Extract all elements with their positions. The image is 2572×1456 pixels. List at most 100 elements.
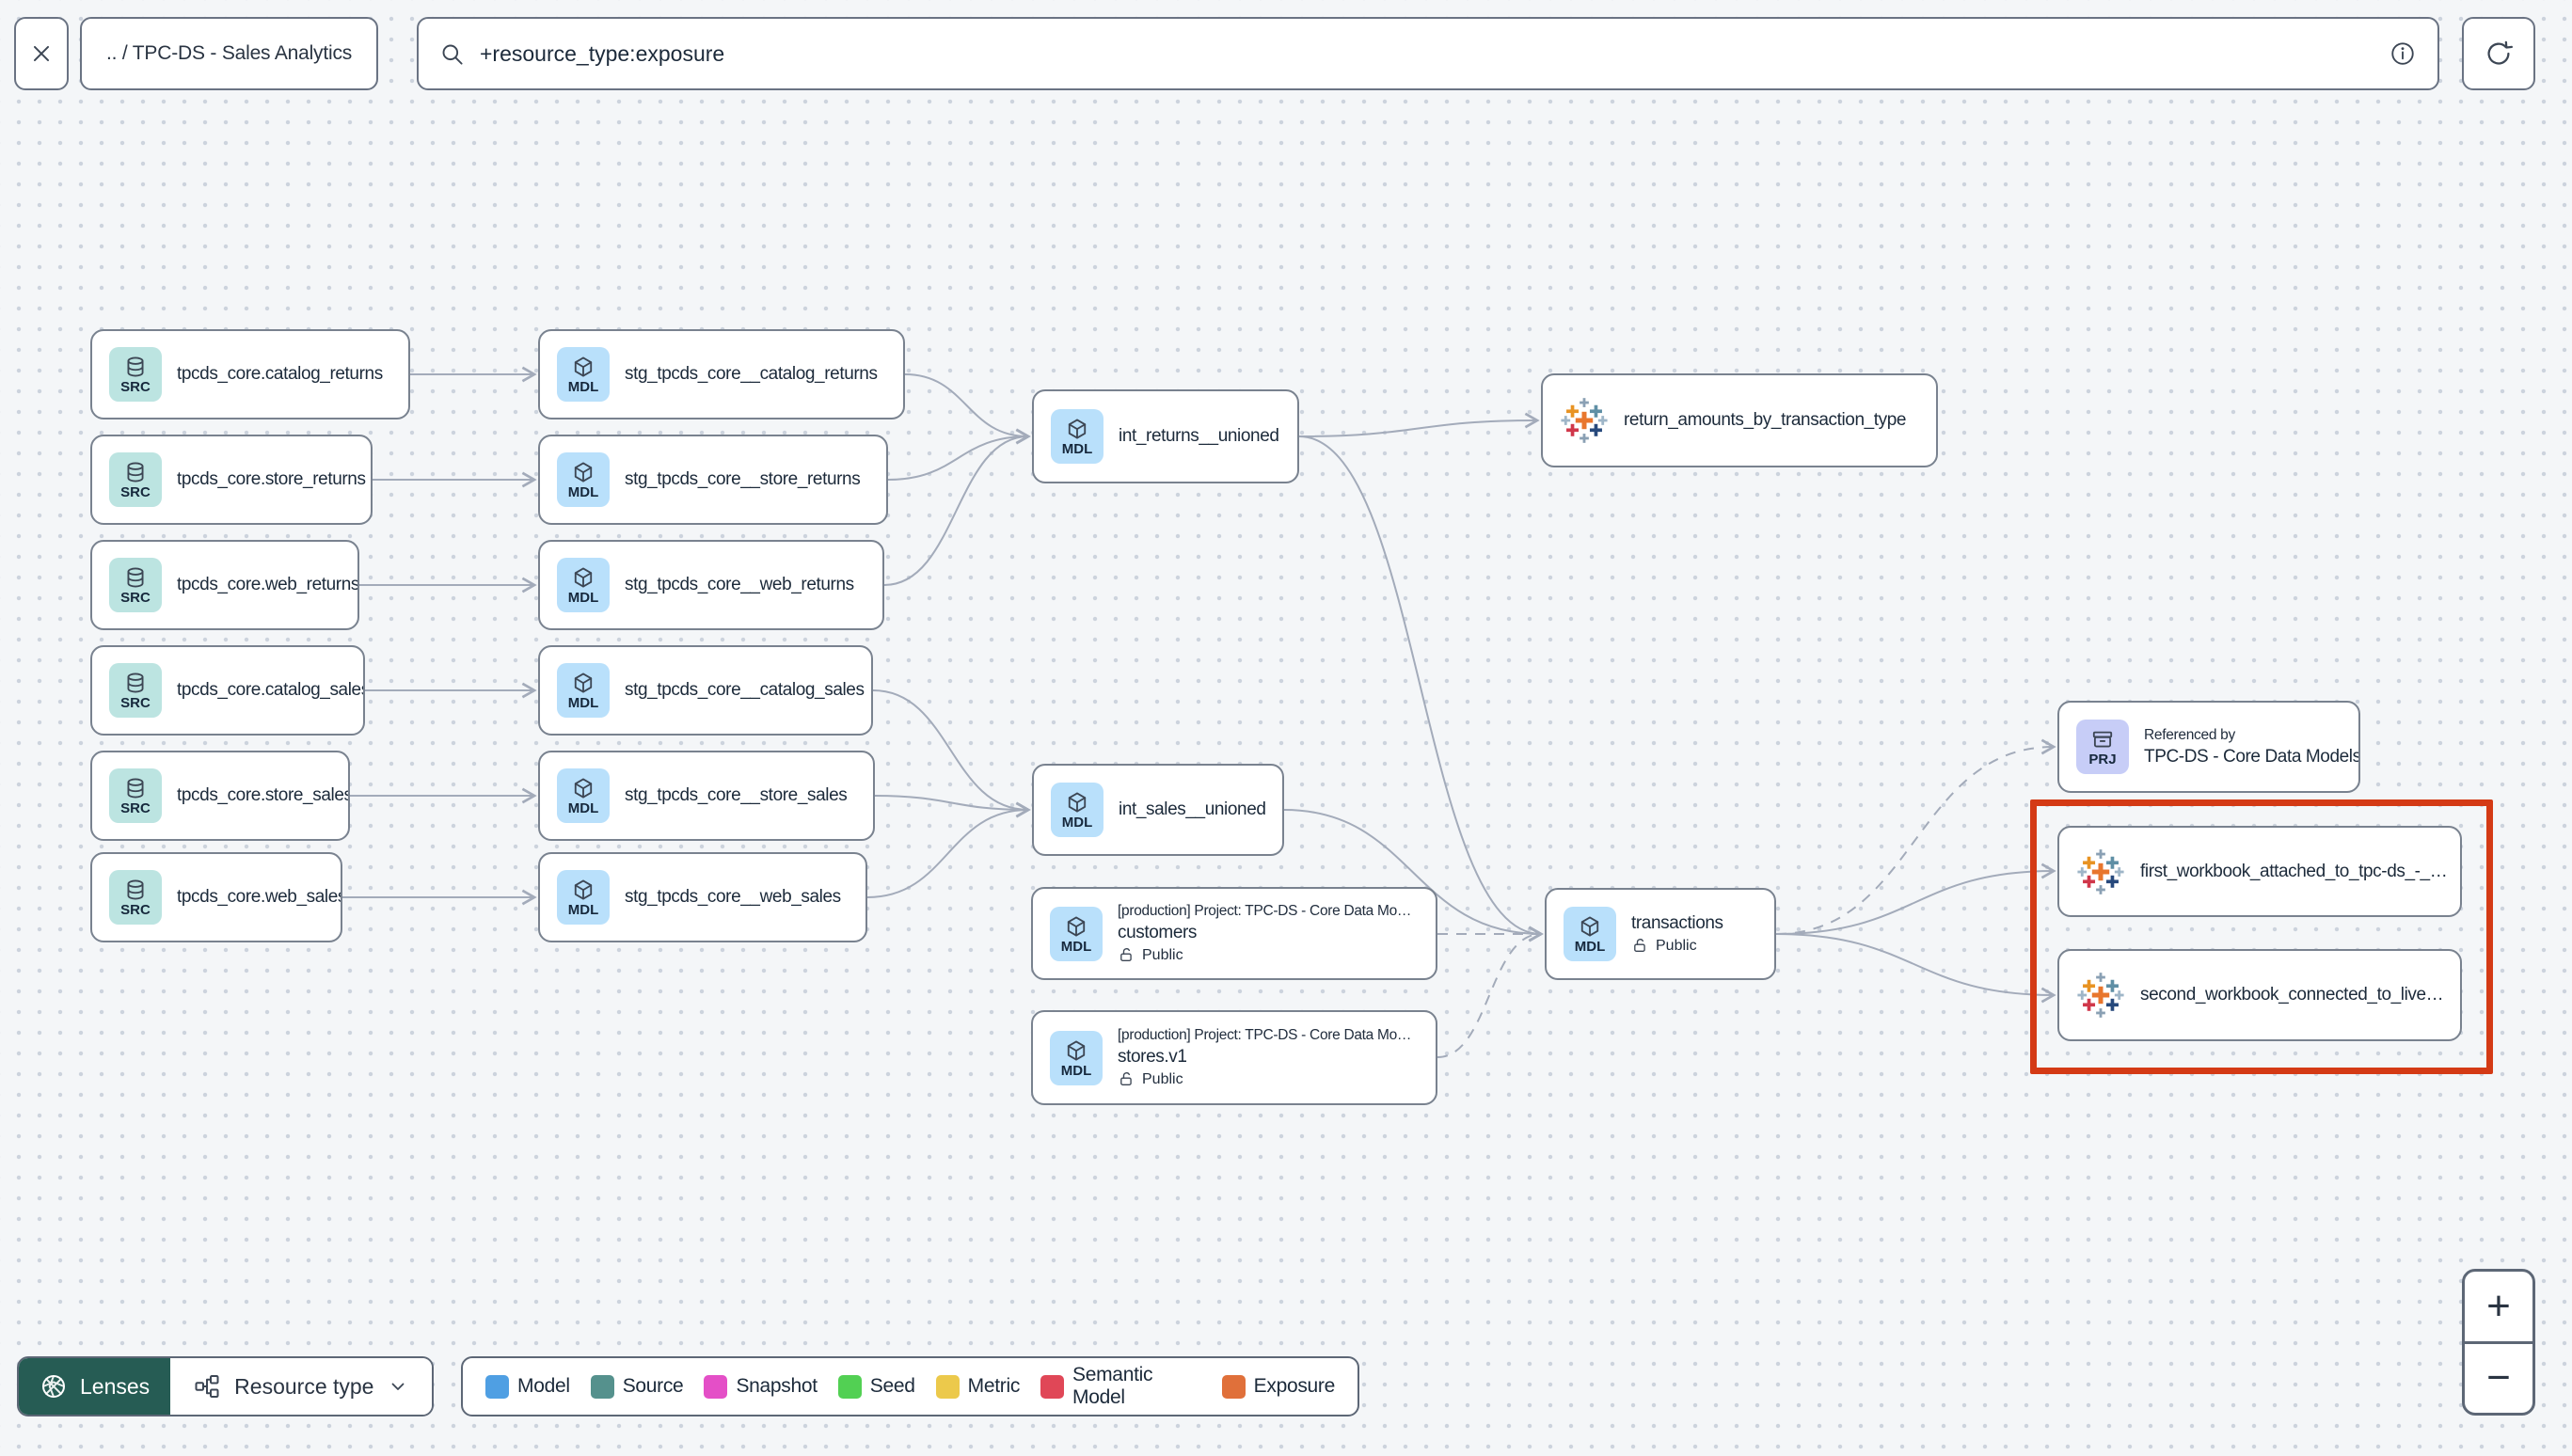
node-src-catalog-returns[interactable]: SRC tpcds_core.catalog_returns xyxy=(90,329,410,419)
lock-open-icon xyxy=(1118,1070,1135,1088)
node-label: stg_tpcds_core__catalog_returns xyxy=(625,364,878,384)
lenses-button[interactable]: Lenses xyxy=(19,1358,171,1415)
node-label: first_workbook_attached_to_tpc-ds_-_… xyxy=(2140,861,2448,881)
lock-open-icon xyxy=(1118,946,1135,964)
database-icon xyxy=(123,565,148,590)
refresh-button[interactable] xyxy=(2462,17,2535,90)
source-badge: SRC xyxy=(109,452,162,507)
model-badge: MDL xyxy=(557,452,610,507)
node-int-sales-unioned[interactable]: MDL int_sales__unioned xyxy=(1032,764,1284,856)
source-badge: SRC xyxy=(109,347,162,402)
legend-item-source: Source xyxy=(590,1374,684,1399)
model-badge: MDL xyxy=(1050,906,1103,961)
model-badge: MDL xyxy=(1051,783,1103,837)
node-label: tpcds_core.web_sales xyxy=(177,887,342,907)
badge-label: MDL xyxy=(567,902,599,918)
edge xyxy=(883,436,1028,586)
cube-icon xyxy=(571,671,595,695)
lens-selector[interactable]: Resource type xyxy=(170,1358,433,1415)
database-icon xyxy=(123,878,148,902)
node-label: second_workbook_connected_to_live… xyxy=(2140,985,2444,1005)
model-badge: MDL xyxy=(557,870,610,925)
search-bar[interactable] xyxy=(417,17,2439,90)
badge-label: MDL xyxy=(1060,938,1092,955)
legend-swatch xyxy=(1040,1374,1065,1399)
legend-item-metric: Metric xyxy=(935,1374,1020,1399)
source-badge: SRC xyxy=(109,768,162,823)
tableau-exposure-icon xyxy=(2076,971,2125,1020)
selection-highlight-box xyxy=(2030,799,2493,1074)
edge xyxy=(1775,747,2054,935)
node-first-workbook[interactable]: first_workbook_attached_to_tpc-ds_-_… xyxy=(2057,826,2462,917)
badge-label: SRC xyxy=(120,695,151,711)
edge xyxy=(904,373,1028,436)
legend-swatch xyxy=(485,1374,509,1399)
edge xyxy=(1775,933,2054,995)
node-label: tpcds_core.store_sales xyxy=(177,785,350,805)
model-badge: MDL xyxy=(557,558,610,612)
search-input[interactable] xyxy=(480,40,2374,67)
node-label: return_amounts_by_transaction_type xyxy=(1624,410,1907,430)
cube-icon xyxy=(1065,790,1089,815)
cube-icon xyxy=(571,355,595,379)
node-label: int_returns__unioned xyxy=(1119,426,1279,446)
tableau-exposure-icon xyxy=(1560,396,1609,445)
zoom-out-button[interactable]: − xyxy=(2465,1344,2532,1414)
close-button[interactable] xyxy=(14,17,69,90)
cube-icon xyxy=(571,776,595,800)
source-badge: SRC xyxy=(109,870,162,925)
legend-item-seed: Seed xyxy=(837,1374,915,1399)
legend-swatch xyxy=(837,1374,862,1399)
legend-label: Source xyxy=(622,1375,684,1397)
edge xyxy=(1775,871,2054,935)
cube-icon xyxy=(571,565,595,590)
info-icon[interactable] xyxy=(2389,40,2417,68)
breadcrumb-label: .. / TPC-DS - Sales Analytics xyxy=(106,42,353,64)
node-label: tpcds_core.catalog_returns xyxy=(177,364,383,384)
project-icon xyxy=(2090,727,2115,752)
node-customers[interactable]: MDL[production] Project: TPC-DS - Core D… xyxy=(1031,887,1437,980)
badge-label: MDL xyxy=(567,590,599,606)
model-badge: MDL xyxy=(557,663,610,718)
close-icon xyxy=(29,41,54,66)
badge-label: MDL xyxy=(1574,939,1606,955)
database-icon xyxy=(123,355,148,379)
node-second-workbook[interactable]: second_workbook_connected_to_live… xyxy=(2057,949,2462,1041)
node-meta: Referenced by xyxy=(2144,726,2235,743)
database-icon xyxy=(123,460,148,484)
legend-label: Model xyxy=(517,1375,570,1397)
badge-label: SRC xyxy=(120,379,151,395)
node-src-web-sales[interactable]: SRC tpcds_core.web_sales xyxy=(90,852,342,942)
edge xyxy=(872,689,1028,810)
node-access: Public xyxy=(1142,1070,1183,1087)
legend-label: Snapshot xyxy=(736,1375,818,1397)
legend-label: Seed xyxy=(869,1375,915,1397)
node-stores-v1[interactable]: MDL[production] Project: TPC-DS - Core D… xyxy=(1031,1010,1437,1105)
node-return-amounts-by-transaction-type[interactable]: return_amounts_by_transaction_type xyxy=(1541,373,1938,467)
legend-label: Semantic Model xyxy=(1072,1364,1153,1408)
zoom-in-button[interactable]: + xyxy=(2465,1272,2532,1344)
node-src-store-sales[interactable]: SRC tpcds_core.store_sales xyxy=(90,751,350,841)
legend-item-semantic-model: Semantic Model xyxy=(1040,1364,1201,1409)
badge-label: PRJ xyxy=(2088,752,2117,768)
node-label: int_sales__unioned xyxy=(1119,799,1266,819)
node-label: customers xyxy=(1118,923,1198,942)
breadcrumb[interactable]: .. / TPC-DS - Sales Analytics xyxy=(80,17,379,90)
badge-label: SRC xyxy=(120,590,151,606)
edge xyxy=(866,810,1028,898)
lock-open-icon xyxy=(1631,937,1649,955)
cube-icon xyxy=(1064,1038,1088,1063)
